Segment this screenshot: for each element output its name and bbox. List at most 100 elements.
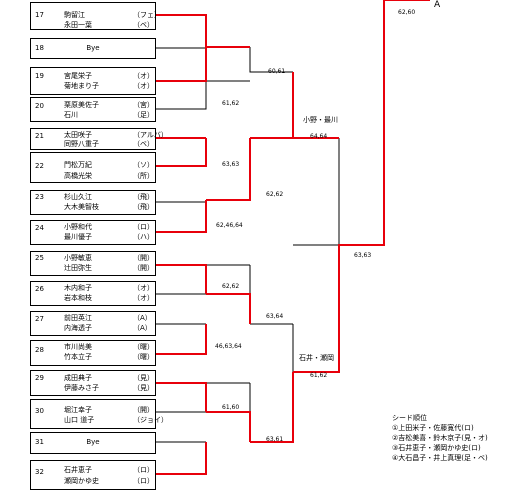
entry-20: 20 栗原美佐子 （宮） 石川 （足）	[30, 97, 156, 122]
seed-number: 24	[35, 224, 44, 232]
match-score: 62,62	[222, 283, 240, 290]
match-score: 61,62	[222, 100, 240, 107]
player-name: 内海透子	[64, 324, 92, 332]
player-name: 高橋光栄	[64, 172, 92, 180]
legend-title: シード順位	[392, 414, 427, 422]
winner-path-line	[206, 293, 251, 324]
player-affiliation: （見）	[133, 384, 154, 392]
player-affiliation: （見）	[133, 374, 154, 382]
player-name: 最川優子	[64, 233, 92, 241]
player-affiliation: （ソ）	[133, 161, 154, 169]
winner-path-line	[206, 138, 251, 201]
match-score: 63,63	[354, 252, 372, 259]
player-name: 永田一葉	[64, 21, 92, 29]
seed-number: 19	[35, 72, 44, 80]
match-score: 63,63	[222, 161, 240, 168]
match-score: 61,62	[310, 372, 328, 379]
player-name: 小野和代	[64, 223, 92, 231]
winner-path-line	[293, 0, 430, 373]
player-name: 岩本和枝	[64, 294, 92, 302]
entry-23: 23 杉山久江 （飛） 大木美智枝 （飛）	[30, 190, 156, 215]
match-score: 63,61	[266, 436, 284, 443]
player-affiliation: （足）	[133, 111, 154, 119]
seed-number: 27	[35, 315, 44, 323]
seed-legend: シード順位 ①上田米子・佐藤寛代(ロ) ②吉松美喜・鈴木京子(見・オ) ③石井恵…	[392, 413, 488, 463]
player-affiliation: （飛）	[133, 203, 154, 211]
legend-item: ④大石昌子・井上真理(足・ベ)	[392, 454, 488, 462]
winner-path-line	[156, 442, 207, 475]
player-name: 竹本立子	[64, 353, 92, 361]
seed-number: 28	[35, 346, 44, 354]
player-name: 小野敏恵	[64, 254, 92, 262]
player-name: 木内和子	[64, 284, 92, 292]
winner-path-line	[156, 200, 207, 233]
legend-item: ②吉松美喜・鈴木京子(見・オ)	[392, 434, 488, 442]
entry-24: 24 小野和代 （ロ） 最川優子 （ハ）	[30, 220, 156, 245]
entry-22: 22 門松万紀 （ソ） 高橋光栄 （所）	[30, 152, 156, 183]
entry-31: 31 Bye	[30, 432, 156, 454]
seed-number: 20	[35, 102, 44, 110]
player-affiliation: （曙）	[133, 353, 154, 361]
player-name: 前田英江	[64, 314, 92, 322]
player-affiliation: （オ）	[133, 72, 154, 80]
player-affiliation: （宮）	[133, 101, 154, 109]
player-name: 辻田弥生	[64, 264, 92, 272]
player-affiliation: （オ）	[133, 82, 154, 90]
match-score: 64,64	[310, 133, 328, 140]
player-affiliation: （フェ）	[133, 11, 161, 19]
winner-path-line	[156, 14, 250, 48]
bracket-line	[249, 47, 293, 73]
match-score: 63,64	[266, 313, 284, 320]
bye-label: Bye	[86, 44, 100, 52]
player-affiliation: （ロ）	[133, 466, 154, 474]
player-name: 瀬岡かゆ史	[64, 477, 99, 485]
seed-number: 22	[35, 162, 44, 170]
player-affiliation: （所）	[133, 172, 154, 180]
player-affiliation: （アルバ）	[133, 131, 168, 139]
player-name: 石川	[64, 111, 78, 119]
seed-number: 30	[35, 407, 44, 415]
player-name: 駒留江	[64, 11, 85, 19]
semifinal-winner-label: 小野・最川	[303, 116, 338, 124]
entry-32: 32 石井恵子 （ロ） 瀬岡かゆ史 （ロ）	[30, 460, 156, 490]
player-affiliation: （開）	[133, 406, 154, 414]
player-affiliation: （ロ）	[133, 223, 154, 231]
match-score: 62,60	[398, 9, 416, 16]
player-name: 宮尾栄子	[64, 72, 92, 80]
seed-number: 32	[35, 468, 44, 476]
player-name: 太田咲子	[64, 131, 92, 139]
legend-item: ③石井恵子・瀬岡かゆ史(ロ)	[392, 444, 481, 452]
seed-number: 29	[35, 374, 44, 382]
seed-number: 18	[35, 44, 44, 52]
winner-path-line	[156, 138, 207, 167]
winner-path-line	[156, 324, 207, 355]
player-name: 杉山久江	[64, 193, 92, 201]
player-affiliation: （A）	[133, 314, 152, 322]
match-score: 60,61	[268, 68, 286, 75]
player-name: 同野八重子	[64, 140, 99, 148]
seed-number: 31	[35, 438, 44, 446]
player-name: 栗原美佐子	[64, 101, 99, 109]
player-affiliation: （飛）	[133, 193, 154, 201]
semifinal-winner-label: 石井・瀬岡	[299, 354, 334, 362]
entry-21: 21 太田咲子 （アルバ） 同野八重子 （ベ）	[30, 128, 168, 150]
winner-path-line	[156, 264, 207, 294]
player-name: 大木美智枝	[64, 203, 99, 211]
seed-number: 25	[35, 254, 44, 262]
winner-path-line	[250, 72, 294, 139]
player-name: 菊地まり子	[64, 82, 99, 90]
winner-path-line	[250, 372, 294, 443]
match-score: 61,60	[222, 404, 240, 411]
match-score: 62,46,64	[216, 222, 243, 229]
player-affiliation: （開）	[133, 264, 154, 272]
entry-25: 25 小野敏恵 （開） 辻田弥生 （開）	[30, 251, 156, 276]
entry-28: 28 市川尚美 （曙） 竹本立子 （曙）	[30, 340, 156, 366]
bracket-line	[156, 81, 207, 110]
player-name: 伊藤みさ子	[64, 384, 99, 392]
player-affiliation: （ジョイ）	[133, 416, 168, 424]
seed-number: 21	[35, 132, 44, 140]
player-name: 門松万紀	[64, 161, 92, 169]
player-affiliation: （A）	[133, 324, 152, 332]
winner-path-line	[156, 382, 207, 412]
